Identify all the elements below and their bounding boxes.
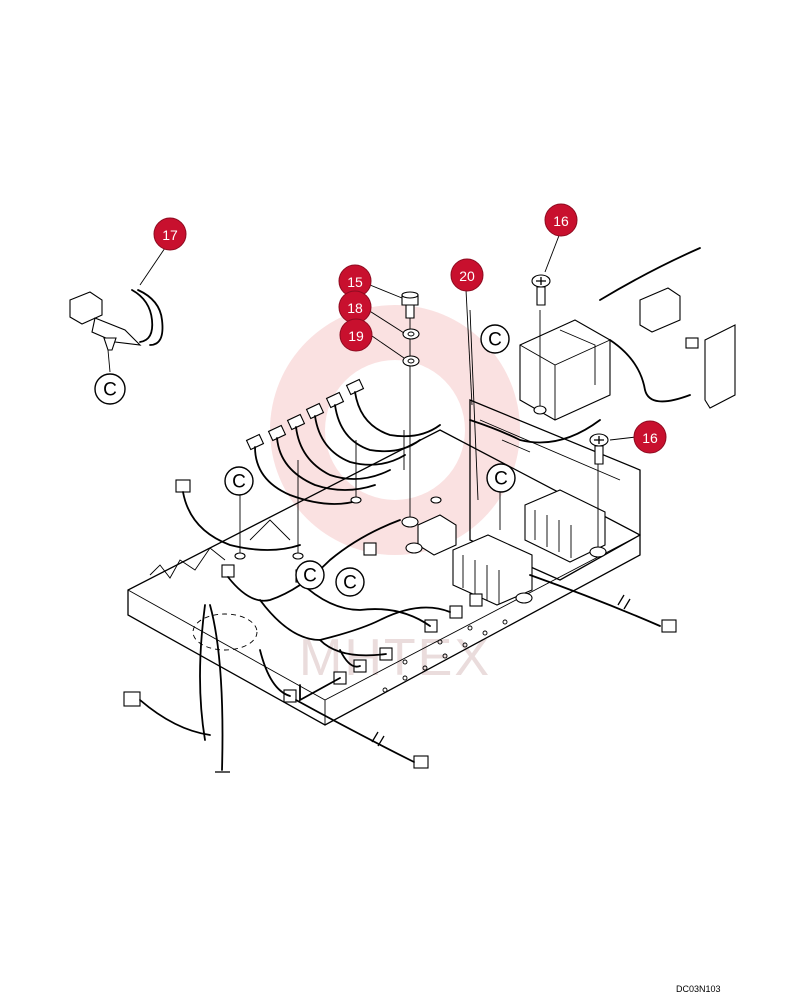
screw-16-upper [531,274,551,306]
svg-text:C: C [488,330,502,351]
svg-text:C: C [494,469,508,490]
upper-bracket [469,399,641,581]
transformer [519,319,611,421]
callout-17[interactable]: 17 [153,217,187,251]
watermark-gear-icon [270,305,520,555]
svg-text:C: C [343,573,357,594]
base-plate [127,429,641,726]
reference-mark-c-2: C [480,324,510,354]
leader-lines [107,232,637,441]
right-bracket [599,247,736,409]
plate-holes [382,619,508,693]
reference-mark-c-3: C [224,466,254,496]
drawing-code-label: DC03N103 [676,984,721,994]
svg-text:18: 18 [347,300,363,316]
bolt-15 [401,291,419,319]
callout-16-lower[interactable]: 16 [633,420,667,454]
washer-19 [402,355,420,367]
callout-20[interactable]: 20 [450,258,484,292]
callout-18[interactable]: 18 [338,290,372,324]
svg-text:20: 20 [459,268,475,284]
svg-text:16: 16 [642,430,658,446]
wire-break-marks [215,594,631,773]
reference-mark-c-5: C [295,560,325,590]
svg-text:15: 15 [347,274,363,290]
wiring-harness [139,391,661,771]
terminal-connectors [123,337,699,769]
relay-block-center [452,534,533,606]
svg-text:C: C [303,566,317,587]
mounting-bosses [234,405,607,604]
callout-15[interactable]: 15 [338,264,372,298]
callout-16-upper[interactable]: 16 [544,203,578,237]
washer-18 [402,328,420,340]
svg-text:C: C [103,380,117,401]
reference-mark-c-6: C [335,567,365,597]
svg-text:17: 17 [162,227,178,243]
reference-mark-c-4: C [486,463,516,493]
watermark-text: MHTEX [299,629,491,687]
svg-text:19: 19 [348,328,364,344]
relay-block-right [524,489,606,563]
screw-16-lower [589,433,609,465]
cable-tie-17 [69,289,164,351]
callout-19[interactable]: 19 [339,318,373,352]
svg-text:C: C [232,472,246,493]
reference-mark-c-1: C [94,373,126,405]
svg-text:16: 16 [553,213,569,229]
